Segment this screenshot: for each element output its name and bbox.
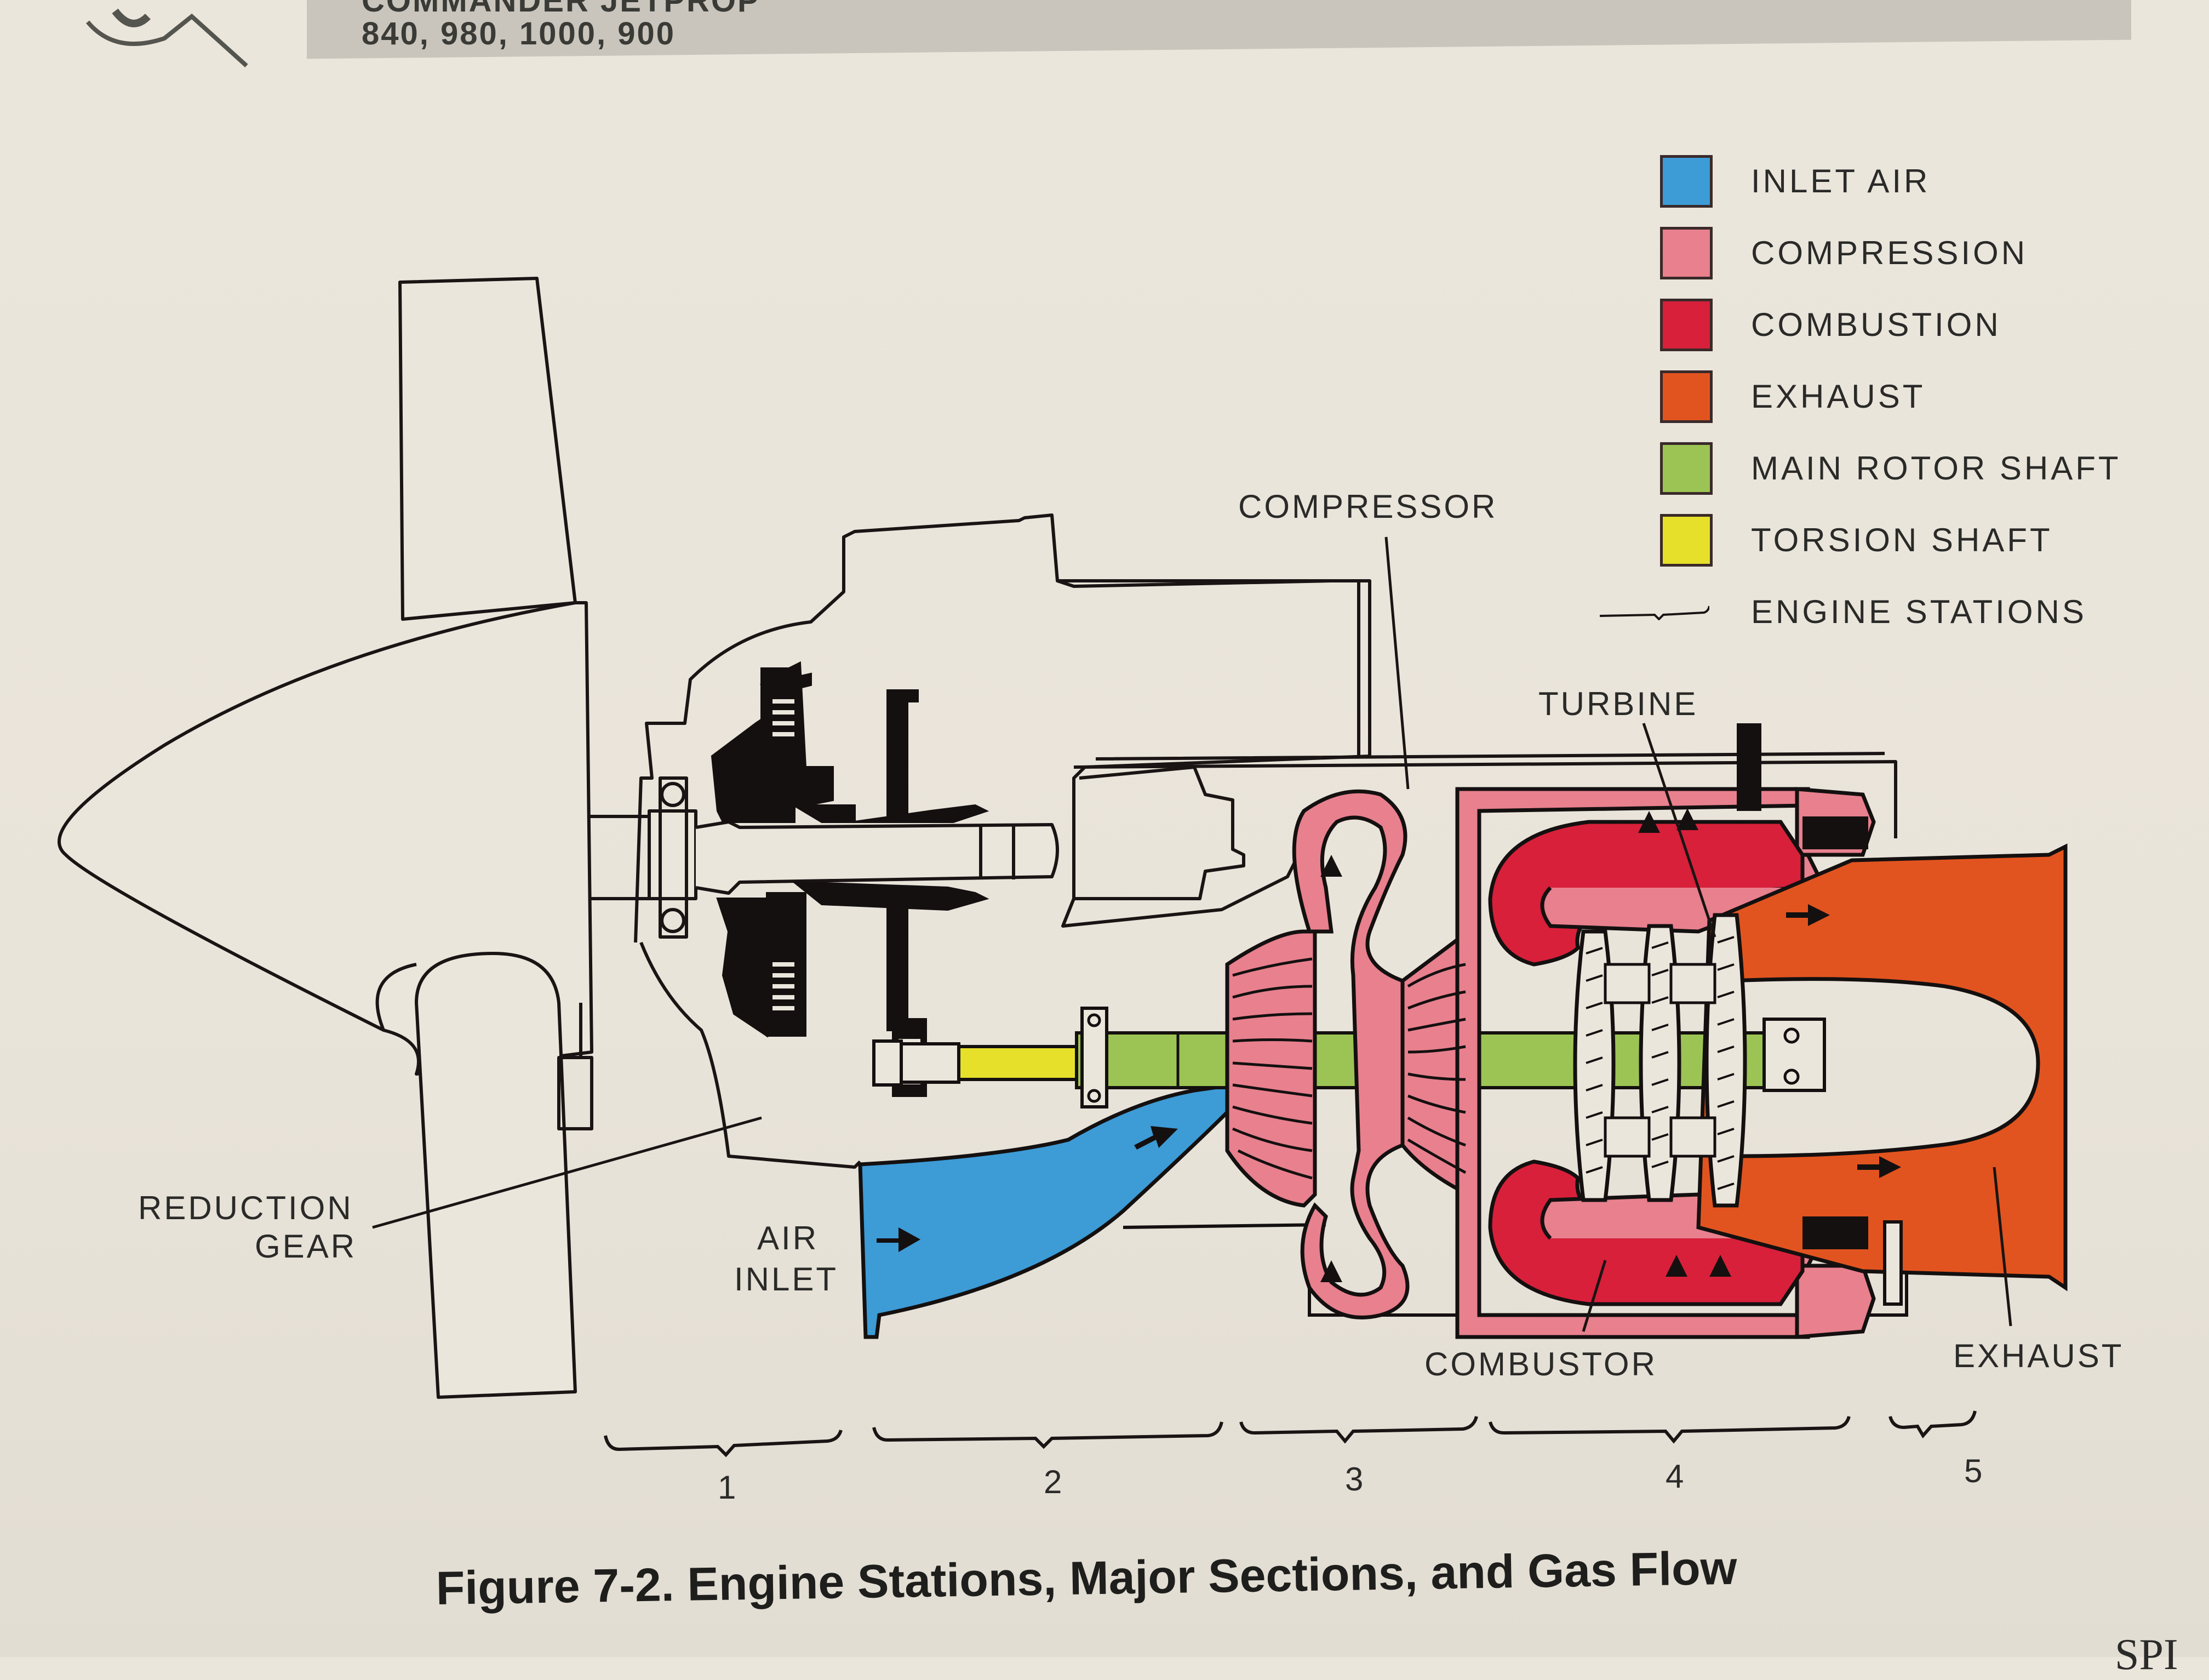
compressor-label: COMPRESSOR — [1238, 488, 1497, 525]
next-page-text-fragment: SPI — [2115, 1631, 2178, 1679]
legend-swatch — [1660, 442, 1713, 495]
turbine-discs — [1573, 913, 1747, 1208]
legend-item-main-rotor-shaft: MAIN ROTOR SHAFT — [1660, 432, 2121, 504]
propeller-blade-top — [398, 277, 577, 621]
legend-item-exhaust: EXHAUST — [1660, 361, 2121, 432]
legend-label: COMPRESSION — [1751, 235, 2028, 271]
propeller-blade-bottom — [415, 952, 577, 1399]
manual-title: COMMANDER JETPROP — [362, 0, 760, 19]
legend-swatch — [1660, 513, 1713, 567]
combustor-leader — [1582, 1260, 1607, 1332]
reduction-gear-label-line2: GEAR — [255, 1228, 357, 1265]
legend-swatch — [1660, 298, 1713, 351]
station-number: 4 — [1666, 1458, 1686, 1495]
legend-swatch — [1660, 155, 1713, 208]
station-number: 3 — [1345, 1461, 1365, 1498]
exhaust-leader — [1993, 1167, 2012, 1327]
reduction-gear-label-line1: REDUCTION — [138, 1190, 353, 1226]
legend-label: MAIN ROTOR SHAFT — [1751, 450, 2121, 487]
station-brackets — [604, 1410, 1977, 1458]
aircraft-logo-icon — [85, 8, 248, 67]
legend-label: EXHAUST — [1751, 378, 1926, 415]
model-numbers: 840, 980, 1000, 900 — [362, 16, 676, 52]
combustor-label: COMBUSTOR — [1424, 1346, 1657, 1382]
station-number: 2 — [1044, 1464, 1064, 1500]
legend-label: ENGINE STATIONS — [1751, 593, 2087, 630]
air-inlet-label-line1: AIR — [757, 1220, 819, 1256]
station-number: 1 — [718, 1469, 738, 1506]
turbine-label: TURBINE — [1538, 685, 1698, 722]
reduction-gear-leader — [372, 1116, 762, 1229]
legend-item-engine-stations: ENGINE STATIONS — [1600, 576, 2121, 648]
legend-label: TORSION SHAFT — [1751, 522, 2053, 558]
legend-item-compression: COMPRESSION — [1660, 217, 2121, 289]
air-inlet-duct — [858, 1082, 1235, 1339]
station-bracket-icon — [1600, 605, 1709, 620]
compressor-leader — [1384, 536, 1410, 790]
air-inlet-label-line2: INLET — [734, 1261, 838, 1298]
turbine-leader — [1642, 723, 1716, 938]
legend-item-combustion: COMBUSTION — [1660, 289, 2121, 361]
exhaust-label: EXHAUST — [1953, 1338, 2124, 1374]
legend-label: COMBUSTION — [1751, 306, 2001, 343]
torsion-shaft — [957, 1045, 1078, 1081]
legend-swatch — [1660, 226, 1713, 279]
legend: INLET AIR COMPRESSION COMBUSTION EXHAUST… — [1600, 145, 2121, 648]
legend-swatch — [1660, 370, 1713, 423]
legend-item-torsion-shaft: TORSION SHAFT — [1660, 504, 2121, 576]
legend-item-inlet-air: INLET AIR — [1660, 145, 2121, 217]
legend-label: INLET AIR — [1751, 163, 1931, 199]
station-number: 5 — [1964, 1453, 1984, 1489]
